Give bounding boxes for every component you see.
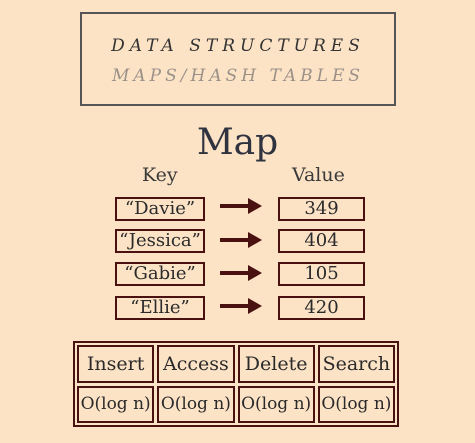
- title-subtitle: MAPS/HASH TABLES: [112, 66, 364, 86]
- title-box: DATA STRUCTURES MAPS/HASH TABLES: [80, 12, 396, 106]
- map-value-cell: 404: [278, 229, 365, 253]
- operations-table: Insert Access Delete Search O(log n) O(l…: [73, 341, 399, 427]
- complexity-cell: O(log n): [237, 385, 315, 423]
- key-column-header: Key: [142, 164, 178, 186]
- map-value-cell: 105: [278, 262, 365, 286]
- value-column-header: Value: [292, 164, 345, 186]
- map-value-cell: 349: [278, 197, 365, 221]
- right-arrow-icon: [220, 196, 264, 216]
- complexity-cell: O(log n): [317, 385, 395, 423]
- map-key-cell: “Ellie”: [115, 296, 205, 320]
- map-heading: Map: [196, 122, 279, 163]
- operation-name-cell: Delete: [237, 345, 315, 383]
- operation-name-cell: Search: [317, 345, 395, 383]
- right-arrow-icon: [220, 296, 264, 316]
- right-arrow-icon: [220, 230, 264, 250]
- map-key-cell: “Gabie”: [115, 262, 205, 286]
- title-main: DATA STRUCTURES: [111, 36, 365, 56]
- operation-name-cell: Insert: [77, 345, 155, 383]
- map-value-cell: 420: [278, 296, 365, 320]
- map-key-cell: “Davie”: [115, 197, 205, 221]
- right-arrow-icon: [220, 263, 264, 283]
- complexity-cell: O(log n): [77, 385, 155, 423]
- complexity-cell: O(log n): [157, 385, 235, 423]
- map-key-cell: “Jessica”: [115, 229, 205, 253]
- operation-name-cell: Access: [157, 345, 235, 383]
